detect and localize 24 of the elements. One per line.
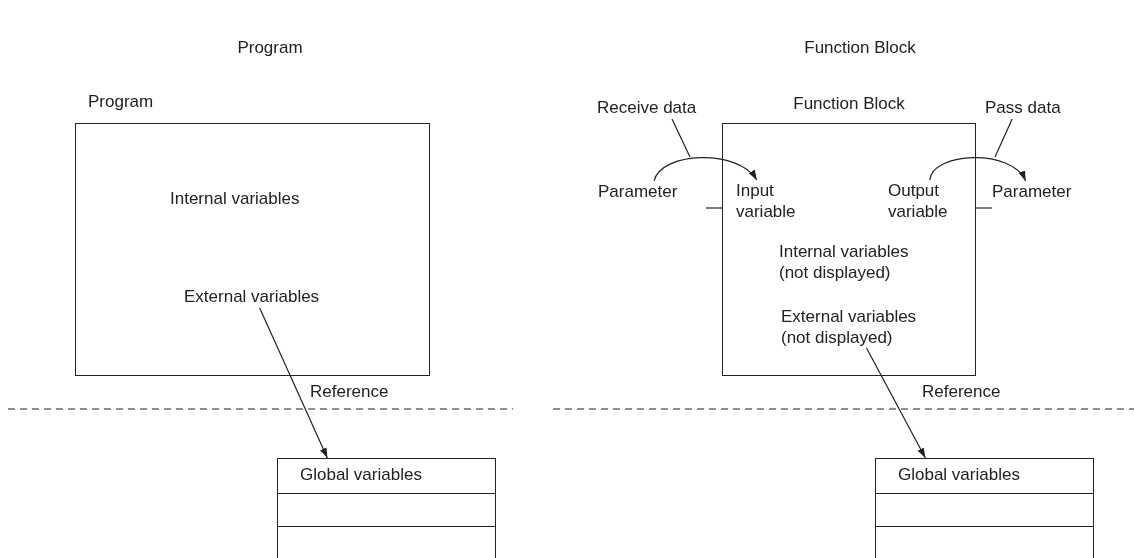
leader-line <box>671 118 691 158</box>
arrow <box>865 347 926 459</box>
curved-arrow <box>929 157 1027 182</box>
receive-data-text: Receive data <box>597 97 722 119</box>
section-title: Program <box>237 38 303 58</box>
internal-variables-text: Internal variables <box>170 188 340 210</box>
global-variables-table <box>277 458 496 558</box>
external-variables-text: External variables <box>184 286 356 308</box>
section-title: Function Block <box>804 38 916 58</box>
arrow <box>259 307 328 459</box>
output-variable-text: Output variable <box>888 180 970 222</box>
input-variable-text: Input variable <box>736 180 816 222</box>
parameter-text: Parameter <box>992 181 1094 203</box>
external-variables-text: External variables (not displayed) <box>781 306 931 348</box>
pass-data-text: Pass data <box>985 97 1082 119</box>
table-heading: Global variables <box>300 465 422 485</box>
curved-arrow <box>653 157 758 182</box>
global-variables-table <box>875 458 1094 558</box>
box-heading: Function Block <box>793 94 905 114</box>
parameter-text: Parameter <box>598 181 700 203</box>
internal-variables-text: Internal variables (not displayed) <box>779 241 929 283</box>
leader-line <box>994 118 1013 158</box>
table-heading: Global variables <box>898 465 1020 485</box>
box-heading: Program <box>88 92 154 112</box>
